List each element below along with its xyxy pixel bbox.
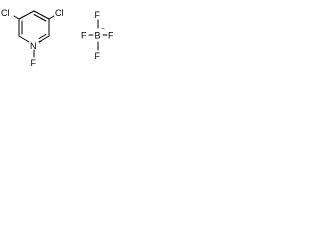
fluorine-right-label: F (108, 31, 114, 41)
fluorine-top-label: F (95, 10, 101, 20)
nitrogen-positive-charge: + (38, 39, 42, 46)
double-bond-inner-c2-n (38, 34, 47, 39)
boron-label: B (95, 31, 101, 41)
double-bond-inner-c4-c3 (33, 14, 47, 22)
chlorine-right-label: Cl (55, 8, 64, 18)
bond-c5-cl (13, 15, 20, 20)
structure-canvas: Cl Cl N + F F F F B − F (1, 8, 114, 68)
chlorine-left-label: Cl (1, 8, 10, 18)
bond-c2-n (38, 35, 50, 43)
bond-c3-cl (48, 15, 55, 20)
bond-c4-c3 (33, 10, 50, 20)
pyridinium-cation: Cl Cl N + F (1, 8, 64, 68)
tetrafluoroborate-anion: F F F B − F (81, 10, 114, 61)
fluorine-left-label: F (81, 31, 87, 41)
b-f-bonds (88, 19, 108, 51)
bond-c6-n (18, 35, 30, 43)
fluorine-bottom-label: F (95, 51, 101, 61)
bond-c4-c5 (18, 10, 35, 20)
ring-nitrogen-label: N (30, 41, 37, 51)
pyridine-ring-bonds (13, 10, 55, 58)
chemical-structure-figure: Cl Cl N + F F F F B − F (0, 0, 128, 73)
n-fluorine-label: F (31, 58, 37, 68)
boron-negative-charge: − (101, 26, 105, 33)
